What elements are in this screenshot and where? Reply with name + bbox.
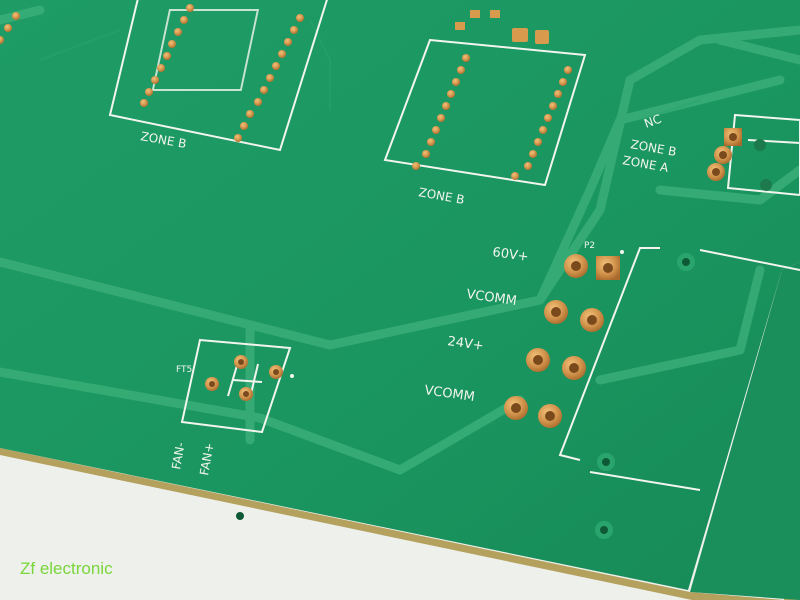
- header-pins-center: [412, 54, 572, 180]
- mounting-holes: [236, 253, 695, 539]
- vcomm-label-1: VCOMM: [465, 287, 517, 309]
- nc-label: NC: [642, 112, 663, 131]
- watermark-logo-text: Zf electronic: [20, 559, 113, 578]
- silkscreen-outlines: [108, 0, 800, 491]
- connector-pads-right: [707, 128, 772, 191]
- ft5-pads: [205, 355, 283, 401]
- 24v-label: 24V+: [446, 334, 484, 354]
- ft5-label: FT5: [176, 365, 192, 375]
- board-right-face: [690, 262, 800, 600]
- power-pads: [504, 254, 620, 428]
- fan-minus-label: FAN-: [169, 441, 188, 470]
- smd-pads: [455, 10, 549, 44]
- header-pins-left: [0, 4, 304, 142]
- 60v-label: 60V+: [491, 245, 529, 265]
- board-edge: [0, 270, 800, 600]
- p2-label: P2: [584, 241, 595, 251]
- vcomm-label-2: VCOMM: [423, 383, 475, 405]
- fan-plus-label: FAN+: [197, 442, 217, 477]
